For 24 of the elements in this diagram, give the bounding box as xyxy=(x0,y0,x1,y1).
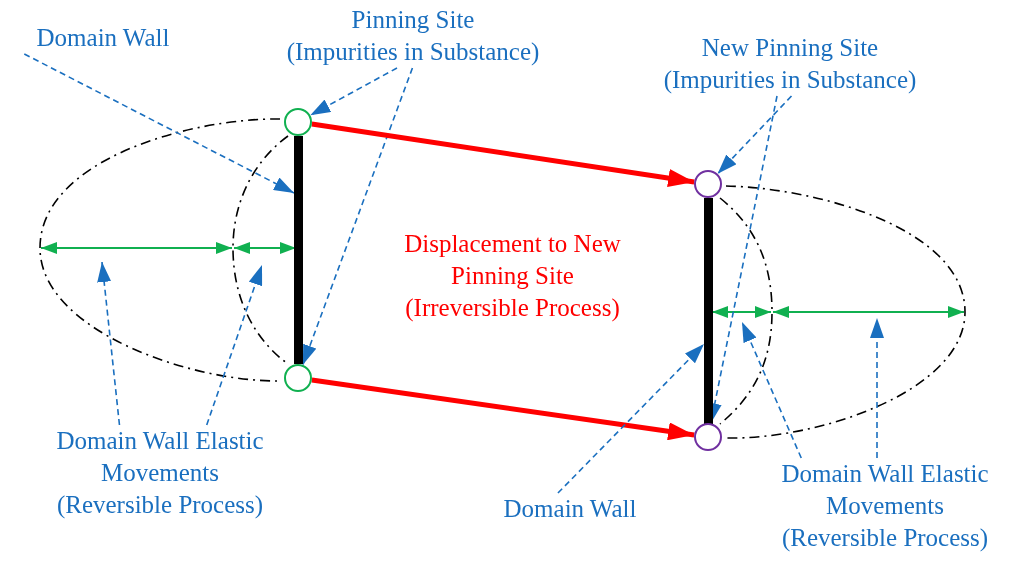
leader-line xyxy=(870,317,884,459)
process-label: Displacement to New Pinning Site (Irreversible Process) xyxy=(403,229,622,324)
callout-text: New Pinning Site (Impurities in Substance) xyxy=(615,32,965,96)
leader-line xyxy=(23,53,295,194)
displacement-arrow xyxy=(311,121,695,187)
callout-text: Domain Wall xyxy=(470,493,670,525)
leader-line xyxy=(741,321,803,459)
leader-line xyxy=(557,343,705,494)
leader-line xyxy=(716,95,793,175)
pinning-site-circle xyxy=(694,170,722,198)
callout-text: Domain Wall xyxy=(8,22,198,54)
pinning-site-circle xyxy=(694,423,722,451)
callout-text: Domain Wall Elastic Movements (Reversible Process) xyxy=(740,458,1024,554)
pinning-site-circle xyxy=(284,364,312,392)
leader-line xyxy=(309,67,398,117)
domain-wall-bar xyxy=(294,136,303,364)
leader-line xyxy=(97,261,121,426)
domain-wall-bar xyxy=(704,198,713,424)
callout-text: Domain Wall Elastic Movements (Reversible Process) xyxy=(15,425,305,521)
callout-text: Pinning Site (Impurities in Substance) xyxy=(248,4,578,68)
leader-line xyxy=(205,264,263,426)
displacement-arrow xyxy=(311,377,695,441)
pinning-site-circle xyxy=(284,108,312,136)
leader-line xyxy=(302,67,414,366)
